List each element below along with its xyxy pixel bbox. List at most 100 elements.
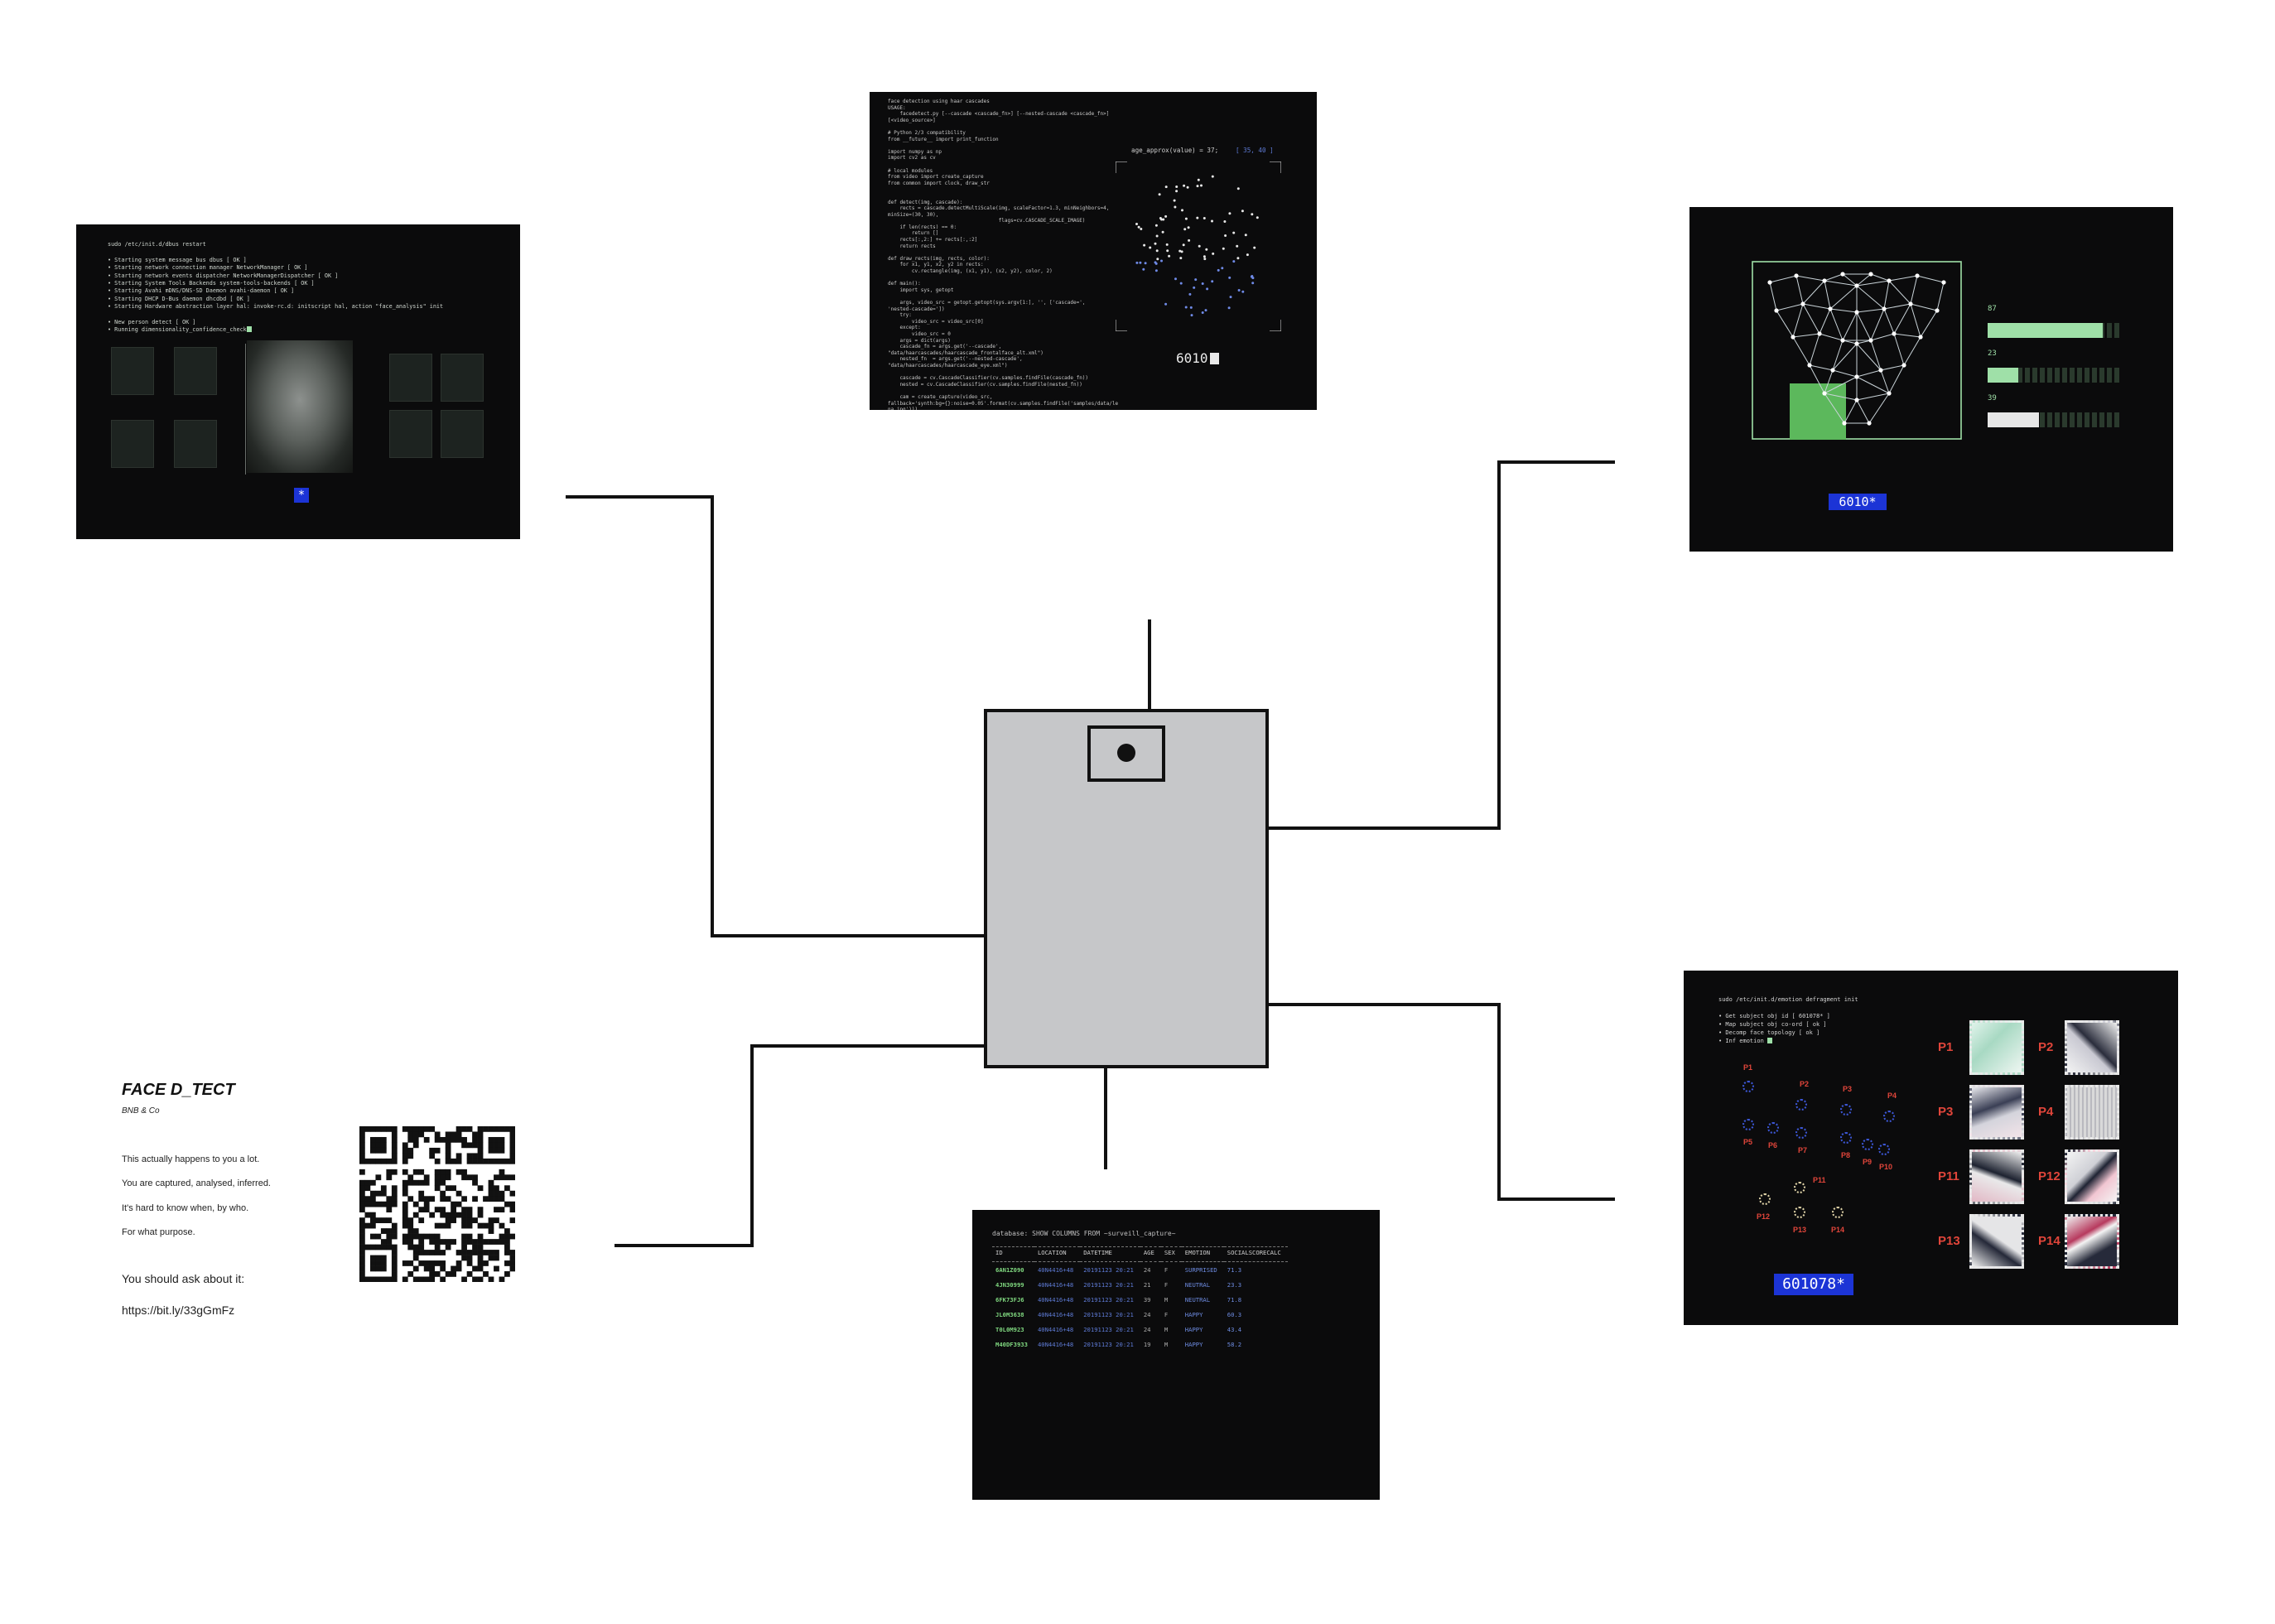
qr-module xyxy=(412,1201,419,1207)
boot-line: • Starting Hardware abstraction layer ha… xyxy=(108,303,444,311)
qr-module xyxy=(451,1201,456,1207)
qr-module xyxy=(434,1158,441,1164)
qr-module xyxy=(380,1239,387,1245)
qr-module xyxy=(375,1201,382,1207)
qr-module xyxy=(429,1276,436,1282)
qr-module xyxy=(386,1233,393,1240)
subject-id-label: 6010 xyxy=(1176,350,1219,366)
face-region-highlight xyxy=(1790,383,1846,440)
qr-module xyxy=(429,1126,436,1132)
qr-module xyxy=(483,1222,489,1229)
qr-module xyxy=(359,1265,365,1272)
qr-module xyxy=(364,1212,371,1218)
mesh-edge xyxy=(1893,303,1911,335)
mesh-edge xyxy=(1842,311,1858,341)
qr-module xyxy=(369,1217,376,1223)
qr-module xyxy=(402,1222,408,1229)
mesh-edge xyxy=(1870,340,1882,371)
qr-module xyxy=(466,1233,473,1240)
qr-module xyxy=(429,1212,436,1218)
qr-module xyxy=(423,1126,430,1132)
qr-module xyxy=(364,1222,371,1229)
qr-module xyxy=(509,1233,515,1240)
qr-module xyxy=(359,1271,365,1277)
qr-module xyxy=(434,1233,441,1240)
qr-module xyxy=(386,1169,393,1175)
emotion-tile-image xyxy=(1969,1149,2024,1204)
qr-module xyxy=(375,1142,382,1149)
face-point xyxy=(1203,217,1206,219)
emotion-tile-label: P12 xyxy=(2038,1169,2061,1183)
qr-module xyxy=(380,1201,387,1207)
qr-module xyxy=(412,1265,419,1272)
qr-module xyxy=(451,1158,456,1164)
qr-module xyxy=(407,1179,414,1186)
qr-module xyxy=(418,1217,425,1223)
qr-module xyxy=(483,1196,489,1202)
qr-module xyxy=(380,1158,387,1164)
qr-module xyxy=(391,1260,398,1266)
qr-module xyxy=(499,1222,505,1229)
table-cell: 20191123 20:21 xyxy=(1083,1326,1134,1333)
qr-module xyxy=(509,1190,515,1197)
qr-module xyxy=(359,1207,365,1213)
camera-lens-icon xyxy=(1117,744,1135,762)
face-point xyxy=(1228,276,1231,279)
qr-module xyxy=(477,1153,484,1159)
qr-module xyxy=(509,1260,515,1266)
subject-id-badge: 601078* xyxy=(1774,1274,1853,1295)
qr-module xyxy=(423,1136,430,1143)
qr-module xyxy=(402,1201,408,1207)
face-point xyxy=(1232,260,1236,263)
qr-module xyxy=(418,1239,425,1245)
face-point xyxy=(1196,216,1199,219)
qr-module xyxy=(359,1196,365,1202)
qr-module xyxy=(423,1260,430,1266)
qr-module xyxy=(407,1196,414,1202)
table-cell: 40N4416+48 xyxy=(1037,1266,1074,1274)
score-bar-row: 39 xyxy=(1988,394,2128,427)
mesh-edge xyxy=(1870,333,1895,341)
emotion-tile-image xyxy=(2065,1020,2119,1075)
qr-module xyxy=(407,1136,414,1143)
qr-module xyxy=(494,1255,499,1261)
score-bar-track xyxy=(1988,323,2120,338)
project-link[interactable]: https://bit.ly/33gGmFz xyxy=(122,1304,235,1317)
emotion-tile-label: P13 xyxy=(1938,1234,1960,1248)
qr-module xyxy=(375,1126,382,1132)
boot-line: • Starting network connection manager Ne… xyxy=(108,264,308,272)
qr-module xyxy=(429,1250,436,1255)
mesh-edge xyxy=(1802,303,1820,335)
table-cell: F xyxy=(1164,1311,1169,1318)
mesh-edge xyxy=(1824,273,1844,282)
qr-module xyxy=(440,1196,446,1202)
qr-module xyxy=(391,1250,398,1255)
qr-module xyxy=(402,1158,408,1164)
face-point xyxy=(1180,250,1183,253)
qr-module xyxy=(380,1142,387,1149)
qr-module xyxy=(402,1260,408,1266)
qr-module xyxy=(455,1265,462,1272)
qr-module xyxy=(359,1228,365,1234)
face-point xyxy=(1140,228,1143,230)
qr-module xyxy=(380,1244,387,1251)
qr-module xyxy=(504,1158,510,1164)
column-header: AGE xyxy=(1140,1246,1161,1262)
qr-code-icon[interactable] xyxy=(359,1126,515,1282)
mesh-node xyxy=(1807,363,1812,368)
qr-module xyxy=(466,1207,473,1213)
mesh-edge xyxy=(1856,369,1882,378)
emotion-point-marker xyxy=(1862,1139,1873,1150)
qr-module xyxy=(488,1142,494,1149)
qr-module xyxy=(412,1126,419,1132)
qr-module xyxy=(391,1136,398,1143)
qr-module xyxy=(412,1228,419,1234)
cursor-icon xyxy=(1209,353,1219,364)
mesh-node xyxy=(1941,280,1946,285)
table-cell: 20191123 20:21 xyxy=(1083,1281,1134,1289)
boot-line: • Starting DHCP D-Bus daemon dhcdbd [ OK… xyxy=(108,295,250,302)
qr-module xyxy=(472,1196,478,1202)
